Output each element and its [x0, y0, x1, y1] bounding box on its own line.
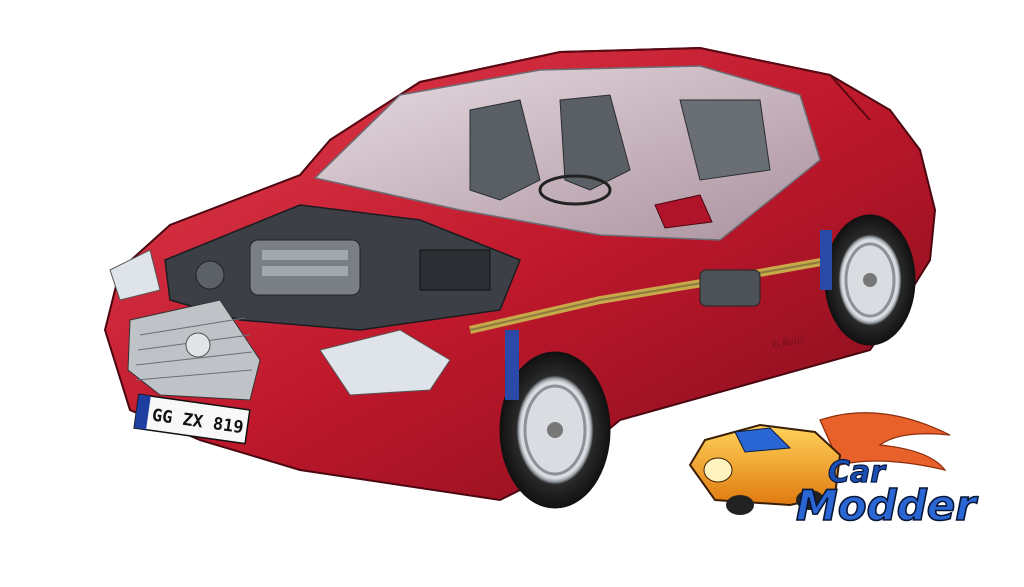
logo-text-car: Car [828, 455, 887, 490]
exhaust-system [469, 251, 861, 334]
logo-text-modder: Modder [796, 481, 978, 530]
engine-bay [164, 204, 521, 331]
headlight-left [109, 249, 161, 301]
brand-emblem [185, 332, 211, 358]
headlight [319, 329, 451, 396]
license-plate: GG ZX 819 [133, 393, 251, 445]
flame-icon [819, 412, 951, 471]
front-wheel [499, 330, 611, 509]
front-strut [505, 330, 519, 400]
fuel-tank [699, 269, 761, 307]
front-grille [127, 299, 261, 401]
side-mirror [654, 194, 713, 229]
carmodder-logo: Car Modder [688, 412, 979, 531]
steering-wheel [538, 174, 612, 206]
rear-strut [820, 230, 832, 290]
rear-wheel [820, 214, 916, 346]
